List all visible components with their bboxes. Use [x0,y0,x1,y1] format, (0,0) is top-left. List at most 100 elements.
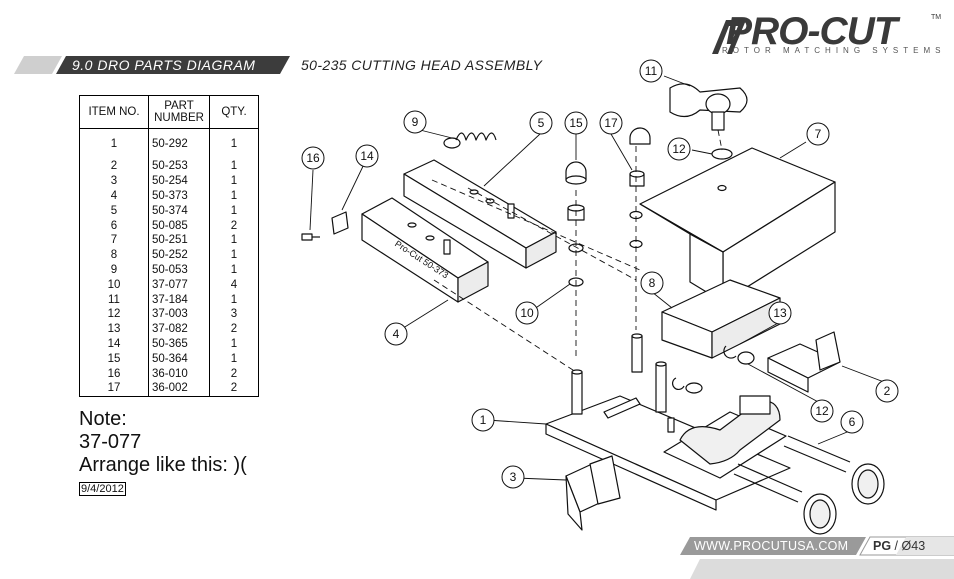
part-cap-nut [565,161,587,185]
cell-part: 50-253 [148,159,210,174]
cell-item: 12 [79,306,149,322]
callout-5: 5 [538,116,545,130]
cell-qty: 1 [209,128,259,159]
assembly-lines [431,129,723,373]
washer-12b [685,382,703,394]
cell-item: 10 [79,277,149,293]
cell-part: 37-082 [148,321,210,337]
note-instruction: Arrange like this: )( [79,454,247,476]
note-heading: Note: [79,408,127,430]
clip [672,377,685,390]
cell-qty: 1 [209,203,259,219]
cell-qty: 1 [209,247,259,263]
part-pin [631,333,643,373]
callout-1: 1 [480,413,487,427]
section-title: 9.0 DRO PARTS DIAGRAM [72,57,256,73]
page-num: Ø43 [901,539,926,553]
revision-date: 9/4/2012 [79,482,126,496]
cell-qty: 2 [209,218,259,233]
part-spring [443,132,497,149]
cell-qty: 1 [209,188,259,204]
callout-3: 3 [510,470,517,484]
brand-name: PRO-CUT [726,10,898,53]
cell-qty: 1 [209,173,259,189]
cell-part: 50-252 [148,247,210,263]
page-separator: / [894,539,899,553]
part-base-plate [545,395,791,511]
part-bracket [767,331,841,393]
callout-4: 4 [393,327,400,341]
cell-qty: 1 [209,351,259,367]
cell-qty: 1 [209,292,259,307]
cell-part: 50-374 [148,203,210,219]
part-small-plate [331,211,349,235]
callout-8: 8 [649,276,656,290]
parts-table-header: ITEM NO. PART NUMBER QTY. [79,95,259,129]
cell-qty: 2 [209,380,259,397]
part-acorn-nut [629,127,651,145]
footer-website-link[interactable]: WWW.PROCUTUSA.COM [694,539,849,553]
page-prefix: PG [873,539,892,553]
callouts [309,75,885,481]
cell-part: 50-085 [148,218,210,233]
callout-9: 9 [412,115,419,129]
brand-tagline: ROTOR MATCHING SYSTEMS [722,46,946,55]
washer [737,351,755,365]
cell-part: 37-003 [148,306,210,322]
part-end-bracket [565,455,621,531]
cell-part: 36-010 [148,366,210,381]
cell-qty: 1 [209,336,259,352]
cell-item: 13 [79,321,149,337]
part-cover-plate [639,147,836,303]
brand-trademark: TM [931,14,942,21]
page-number: PG / Ø43 [873,539,925,553]
cell-part: 50-053 [148,262,210,278]
callout-7: 7 [815,127,822,141]
callout-15: 16 [306,151,320,165]
assembly-note: Note: 37-077 Arrange like this: )( [79,408,247,477]
header-item-no: ITEM NO. [79,95,149,129]
cell-qty: 2 [209,366,259,381]
cell-part: 37-184 [148,292,210,307]
part-stud [667,417,675,433]
assembly-title: 50-235 CUTTING HEAD ASSEMBLY [301,57,543,73]
cell-item: 1 [79,128,149,159]
callout-10: 10 [520,306,534,320]
header-qty: QTY. [209,95,259,129]
cell-part: 50-254 [148,173,210,189]
cell-item: 17 [79,380,149,397]
header-part-line1: PART [164,100,194,112]
callout-16: 15 [569,116,583,130]
cell-qty: 2 [209,321,259,337]
cell-part: 37-077 [148,277,210,293]
cell-qty: 3 [209,306,259,322]
section-header-band [14,56,290,74]
cell-part: 36-002 [148,380,210,397]
cell-part: 50-292 [148,128,210,159]
cell-part: 50-365 [148,336,210,352]
part-clip [723,345,737,359]
part-carriage [663,395,787,479]
header-part-number: PART NUMBER [148,95,210,129]
part-pin [655,361,667,413]
cell-qty: 1 [209,159,259,174]
part-block [661,279,781,359]
callout-11: 11 [645,64,658,78]
part-wing-knob [669,83,748,131]
part-screw [301,233,320,241]
part-pin [571,369,583,415]
cell-part: 50-373 [148,188,210,204]
